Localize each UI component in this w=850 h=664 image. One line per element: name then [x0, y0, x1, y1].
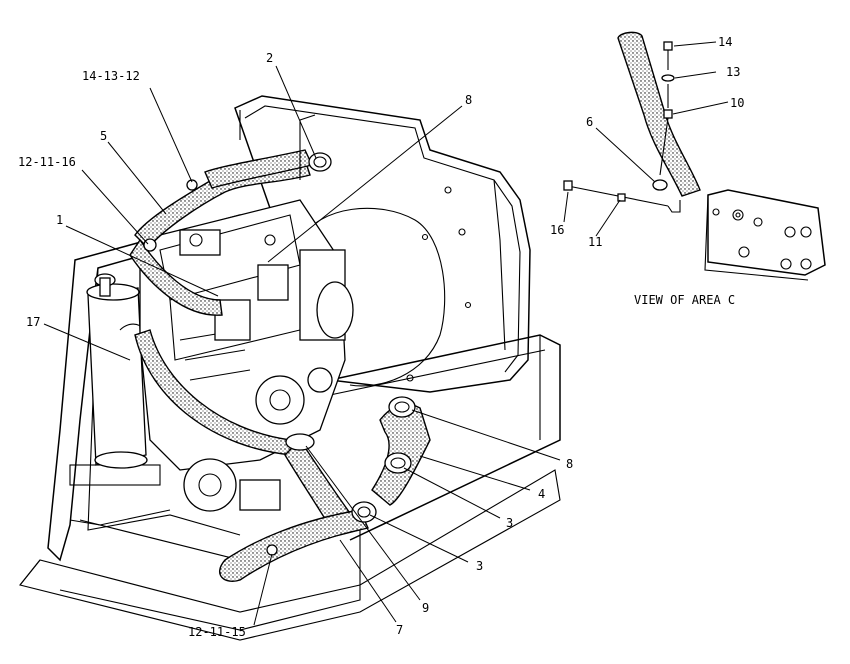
callout-8-top: 8: [465, 93, 472, 107]
callout-10: 10: [730, 96, 744, 110]
callout-14-13-12: 14-13-12: [82, 69, 140, 83]
callout-labels: 2 14-13-12 8 5 12-11-16 1 17 8 4 3 3 9 7…: [18, 35, 744, 639]
callout-4: 4: [538, 487, 545, 501]
washer-13: [661, 74, 675, 82]
hose-upper-5: [134, 159, 311, 250]
area-c-detail: [563, 31, 826, 281]
leader-lines: [43, 41, 729, 626]
callout-5: 5: [100, 129, 107, 143]
callout-16: 16: [550, 223, 564, 237]
callout-14: 14: [718, 35, 732, 49]
engine-block: [139, 199, 354, 512]
callout-13: 13: [726, 65, 740, 79]
clamp-8: [388, 396, 416, 418]
callout-2: 2: [266, 51, 273, 65]
callout-8-right: 8: [566, 457, 573, 471]
hose-detail: [617, 31, 701, 197]
bulkhead-panel: [234, 95, 531, 393]
clamp-3-lower: [351, 501, 377, 523]
callout-1: 1: [56, 213, 63, 227]
clamp-9: [285, 433, 315, 451]
callout-3-upper: 3: [506, 516, 513, 530]
callout-11: 11: [588, 235, 602, 249]
callout-17: 17: [26, 315, 40, 329]
right-frame-rail: [329, 334, 561, 541]
callout-3-lower: 3: [476, 559, 483, 573]
clamp-14-13-12: [186, 179, 198, 191]
bolt-14: [663, 41, 673, 51]
callout-9: 9: [422, 601, 429, 615]
callout-7: 7: [396, 623, 403, 637]
nut-11: [617, 193, 626, 202]
bracket-plate: [707, 189, 826, 276]
hose-7: [219, 509, 369, 582]
hose-1: [129, 238, 223, 316]
base-plate: [19, 469, 561, 641]
bolt-16: [563, 180, 573, 191]
clip-6: [652, 179, 668, 191]
clamp-2: [308, 152, 332, 172]
main-assembly: [19, 95, 561, 641]
callout-6: 6: [586, 115, 593, 129]
area-c-caption: VIEW OF AREA C: [634, 293, 735, 307]
clip-10: [663, 109, 673, 119]
callout-12-11-15: 12-11-15: [188, 625, 246, 639]
clamp-12-11-15: [266, 544, 278, 556]
air-cleaner: [86, 273, 151, 469]
flywheel-housing: [299, 207, 446, 387]
clamp-12-11-16: [143, 238, 157, 252]
callout-12-11-16: 12-11-16: [18, 155, 76, 169]
